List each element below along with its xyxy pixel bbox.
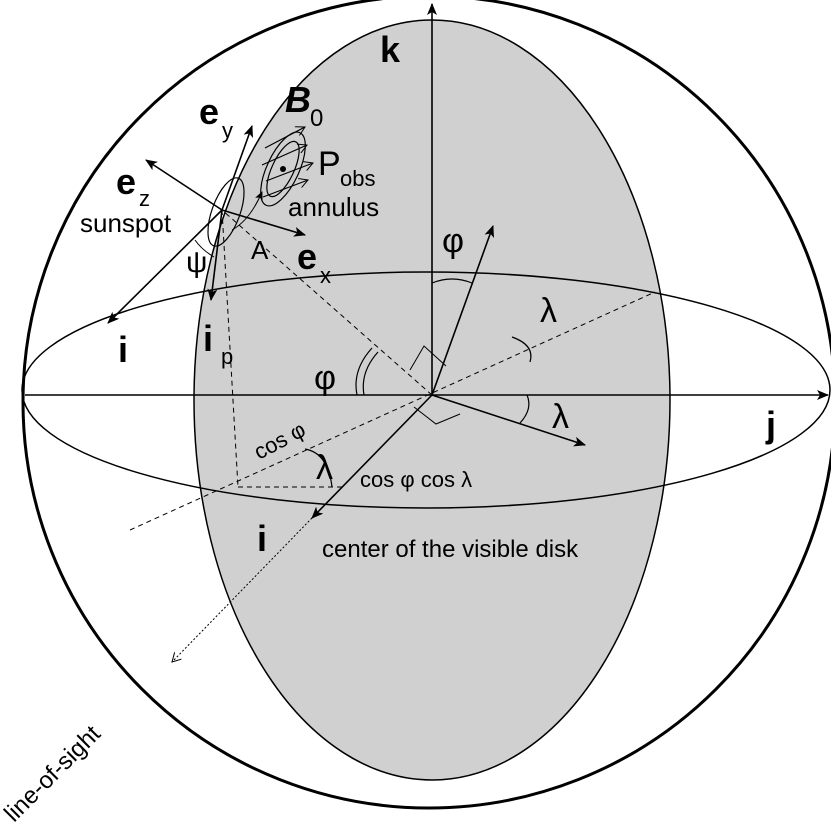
i-axis — [311, 394, 433, 519]
radial-vector-lower — [431, 394, 586, 447]
b0-field-arrow-1 — [264, 127, 305, 149]
ez-vector — [145, 159, 223, 211]
label-phi-left: φ — [314, 359, 336, 397]
equator-ellipse — [21, 271, 831, 509]
right-angle-marker-upper — [409, 345, 447, 371]
label-A: A — [251, 235, 269, 265]
svg-text:e: e — [116, 161, 136, 202]
label-psi: ψ — [186, 246, 207, 279]
phi-arc-upper — [431, 278, 473, 284]
b0-field-arrow-2 — [261, 145, 307, 166]
pobs-field-arrow-1 — [265, 163, 313, 182]
sun-outline — [21, 0, 831, 810]
sunspot-ellipse — [207, 177, 245, 247]
svg-text:P: P — [318, 145, 341, 183]
svg-text:i: i — [203, 318, 213, 359]
dashed-center-to-spot — [221, 209, 433, 396]
ip-vector — [207, 209, 223, 301]
svg-text:B: B — [285, 79, 311, 120]
lambda-arc-lower — [304, 448, 333, 488]
psi-arc — [194, 239, 215, 258]
label-center-disk: center of the visible disk — [322, 536, 579, 563]
svg-text:x: x — [320, 263, 331, 288]
label-ez: e z — [116, 161, 150, 211]
ey-vector — [221, 125, 254, 211]
svg-text:e: e — [297, 236, 317, 277]
svg-text:p: p — [221, 344, 233, 369]
label-annulus: annulus — [288, 192, 379, 222]
right-angle-marker-lower — [413, 406, 461, 425]
label-ex: e x — [297, 236, 331, 288]
label-k: k — [380, 29, 401, 70]
ex-vector — [221, 209, 306, 237]
label-sunspot: sunspot — [80, 208, 172, 238]
label-lambda-lower: λ — [316, 449, 333, 487]
svg-text:y: y — [222, 118, 233, 143]
dashed-diagonal — [129, 291, 656, 531]
svg-text:z: z — [139, 186, 150, 211]
label-phi-upper: φ — [442, 222, 464, 260]
radial-vector-upper — [431, 225, 494, 396]
label-b0: B 0 — [285, 79, 323, 132]
svg-text:0: 0 — [310, 105, 323, 132]
label-lambda-upper: λ — [540, 292, 557, 330]
label-i-spot: i — [118, 329, 128, 370]
label-ip: i p — [203, 318, 233, 369]
svg-text:obs: obs — [340, 166, 375, 191]
label-cos-phi-cos-lambda: cos φ cos λ — [360, 467, 472, 492]
label-j: j — [765, 404, 776, 445]
label-lambda-right: λ — [552, 398, 569, 436]
annulus-inner-ring — [266, 140, 300, 198]
pobs-field-arrow-2 — [262, 180, 308, 198]
label-line-of-sight: line-of-sight — [0, 720, 106, 827]
line-of-sight-line — [172, 517, 313, 662]
dashed-spot-drop — [221, 209, 239, 488]
lambda-arc-upper — [511, 336, 532, 363]
phi-arc-left-inner — [362, 351, 379, 396]
phi-arc-left-outer — [355, 347, 373, 396]
i-vector-spot — [107, 209, 223, 324]
svg-text:e: e — [199, 91, 219, 132]
label-ey: e y — [199, 91, 233, 143]
label-i-center: i — [257, 518, 267, 559]
annulus-center-dot — [280, 166, 286, 172]
label-pobs: P obs — [318, 145, 375, 191]
lambda-arc-right — [519, 394, 530, 424]
azimuth-arc — [231, 191, 263, 231]
